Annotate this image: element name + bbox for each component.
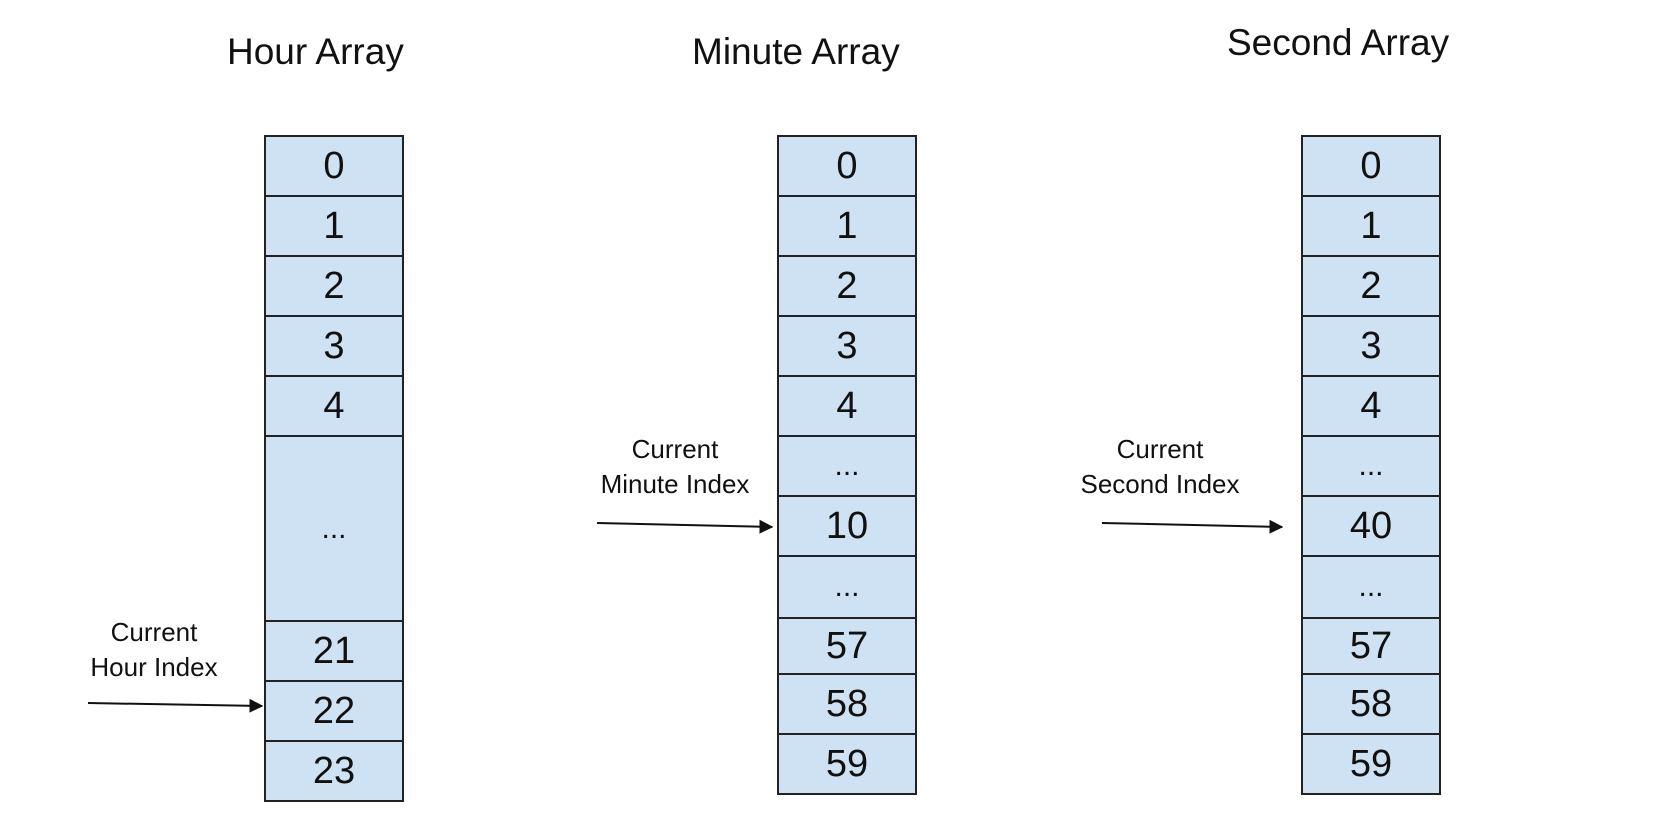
hour-array-title: Hour Array [227, 31, 404, 72]
hour-array: 0 1 2 3 4 ... 21 22 23 [264, 135, 404, 802]
array-cell: 59 [777, 733, 917, 795]
label-line: Current [110, 617, 198, 647]
array-cell: 1 [264, 195, 404, 257]
array-cell-ellipsis: ... [777, 555, 917, 619]
current-hour-arrow [87, 698, 264, 713]
label-line: Current [1116, 434, 1204, 464]
array-cell: 1 [1301, 195, 1441, 257]
array-cell-current-hour: 22 [264, 680, 404, 742]
array-cell-ellipsis: ... [1301, 435, 1441, 497]
array-cell: 3 [1301, 315, 1441, 377]
current-second-arrow [1101, 519, 1284, 534]
current-minute-index-label: Current Minute Index [585, 432, 765, 502]
array-cell: 23 [264, 740, 404, 802]
array-cell: 4 [1301, 375, 1441, 437]
array-cell-current-second: 40 [1301, 495, 1441, 557]
array-cell: 21 [264, 620, 404, 682]
array-cell: 3 [264, 315, 404, 377]
array-cell: 57 [777, 617, 917, 675]
array-cell: 2 [264, 255, 404, 317]
current-second-index-label: Current Second Index [1067, 432, 1253, 502]
minute-array-title: Minute Array [692, 31, 900, 72]
array-cell: 59 [1301, 733, 1441, 795]
array-cell-ellipsis: ... [264, 435, 404, 622]
array-cell: 1 [777, 195, 917, 257]
current-hour-index-label: Current Hour Index [74, 615, 234, 685]
label-line: Current [631, 434, 719, 464]
minute-array: 0 1 2 3 4 ... 10 ... 57 58 59 [777, 135, 917, 795]
array-cell: 57 [1301, 617, 1441, 675]
second-array: 0 1 2 3 4 ... 40 ... 57 58 59 [1301, 135, 1441, 795]
label-line: Hour Index [90, 652, 218, 682]
second-array-title: Second Array [1227, 22, 1450, 63]
current-minute-arrow [596, 519, 774, 534]
label-line: Minute Index [600, 469, 750, 499]
array-cell: 3 [777, 315, 917, 377]
array-cell: 4 [264, 375, 404, 437]
label-line: Second Index [1080, 469, 1240, 499]
